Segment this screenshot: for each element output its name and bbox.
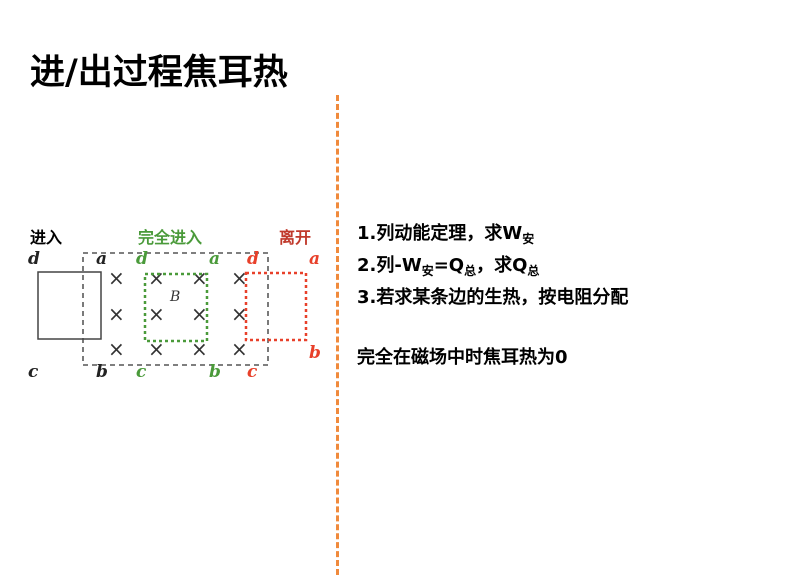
- step-1: 1.列动能定理，求W安: [357, 218, 628, 250]
- step-text: ，求Q: [476, 255, 528, 276]
- corner-c: c: [136, 362, 147, 382]
- field-cross-mark: ×: [108, 302, 125, 326]
- field-cross-mark: ×: [108, 337, 125, 361]
- field-cross-mark: ×: [148, 337, 165, 361]
- field-cross-mark: ×: [191, 337, 208, 361]
- field-cross-mark: ×: [191, 302, 208, 326]
- corner-d: d: [247, 249, 259, 269]
- loop-full: [143, 272, 209, 343]
- page-title: 进/出过程焦耳热: [30, 53, 288, 93]
- field-cross-mark: ×: [148, 302, 165, 326]
- subscript: 总: [464, 264, 477, 278]
- subscript: 总: [527, 264, 540, 278]
- corner-c: c: [247, 362, 258, 382]
- corner-a: a: [209, 249, 220, 269]
- loop-leaving: [244, 271, 308, 342]
- note-text: 完全在磁场中时焦耳热为0: [357, 347, 568, 368]
- corner-d: d: [28, 249, 40, 269]
- field-cross-mark: ×: [231, 266, 248, 290]
- corner-c: c: [28, 362, 39, 382]
- corner-b: b: [309, 343, 321, 363]
- field-cross-mark: ×: [148, 266, 165, 290]
- header-enter: 进入: [30, 228, 62, 247]
- loop-entering: [37, 271, 102, 340]
- corner-b: b: [209, 362, 221, 382]
- header-leave: 离开: [279, 228, 311, 247]
- step-2: 2.列-W安=Q总，求Q总: [357, 250, 628, 282]
- field-cross-mark: ×: [108, 266, 125, 290]
- subscript: 安: [421, 264, 434, 278]
- magnetic-field-region: [82, 252, 269, 366]
- solution-steps: 1.列动能定理，求W安 2.列-W安=Q总，求Q总 3.若求某条边的生热，按电阻…: [357, 218, 628, 314]
- header-full: 完全进入: [138, 228, 202, 247]
- step-text: 1.列动能定理，求W: [357, 223, 523, 244]
- divider-line: [336, 95, 339, 575]
- corner-b: b: [96, 362, 108, 382]
- subscript: 安: [522, 232, 535, 246]
- field-cross-mark: ×: [231, 337, 248, 361]
- step-text: =Q: [433, 255, 465, 276]
- corner-d: d: [136, 249, 148, 269]
- step-text: 2.列-W: [357, 255, 422, 276]
- corner-a: a: [309, 249, 320, 269]
- corner-a: a: [96, 249, 107, 269]
- step-3: 3.若求某条边的生热，按电阻分配: [357, 287, 629, 308]
- field-cross-mark: ×: [231, 302, 248, 326]
- field-label: B: [169, 289, 180, 305]
- field-cross-mark: ×: [191, 266, 208, 290]
